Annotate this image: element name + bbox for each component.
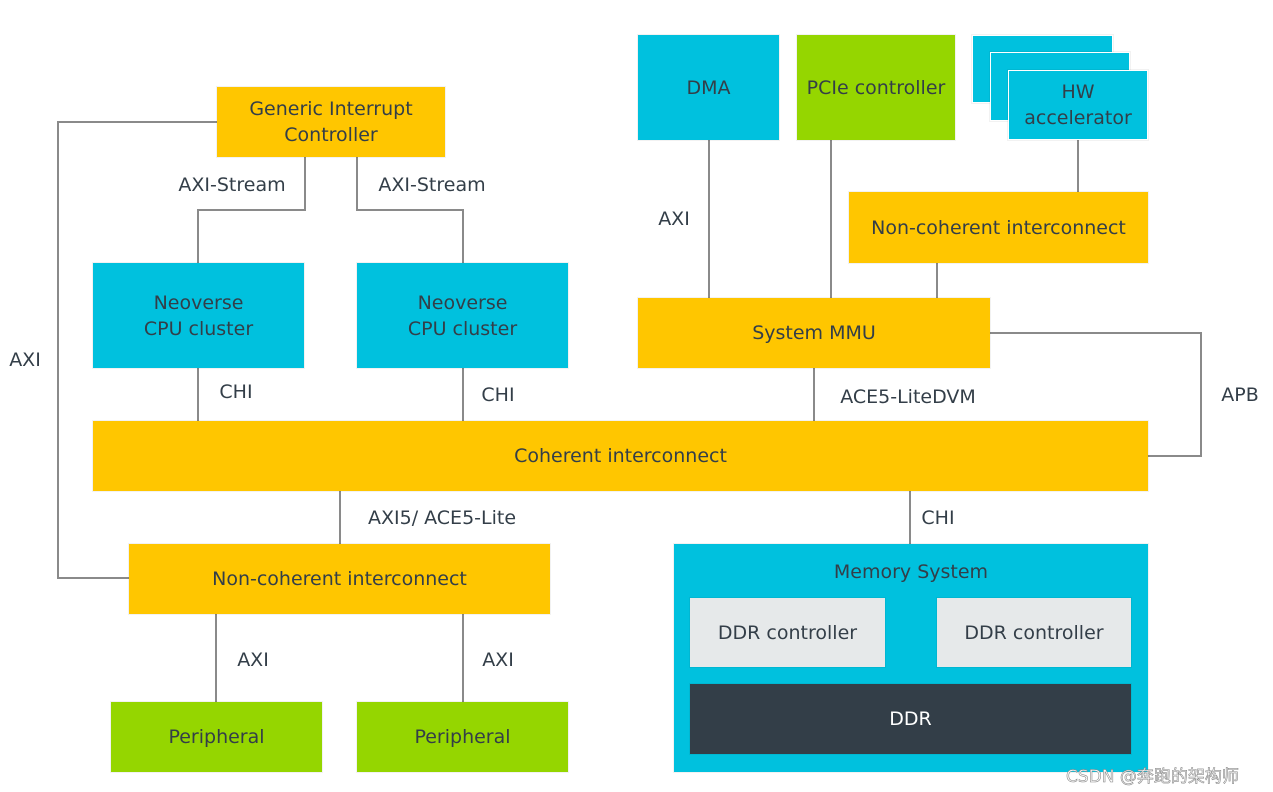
edge-label-axi: AXI <box>658 208 690 230</box>
edge-label-axi: AXI <box>482 649 514 671</box>
peripheral-box: Peripheral <box>357 702 568 772</box>
line-smmu-apb <box>990 332 1202 457</box>
watermark: CSDN @奔跑的架构师 <box>1066 767 1239 788</box>
edge-label-chi: CHI <box>481 384 515 406</box>
edge-label-chi: CHI <box>219 381 253 403</box>
peripheral-box: Peripheral <box>111 702 322 772</box>
edge-label-axi5-ace5-lite: AXI5/ ACE5-Lite <box>367 507 517 529</box>
edge-label-apb: APB <box>1221 384 1259 406</box>
edge-label-axi-stream: AXI-Stream <box>178 174 286 196</box>
line-gic-cpu1 <box>197 157 306 263</box>
memory-system-label: Memory System <box>833 561 989 583</box>
edge-label-ace5-litedvm: ACE5-LiteDVM <box>840 386 976 408</box>
ddr-controller-box: DDR controller <box>937 598 1131 667</box>
hw-accelerator-box: HW accelerator <box>1008 70 1148 140</box>
ddr-controller-box: DDR controller <box>690 598 885 667</box>
ddr-box: DDR <box>690 684 1131 754</box>
gic-box: Generic Interrupt Controller <box>217 87 445 157</box>
line-gic-cpu2 <box>356 157 464 263</box>
edge-label-axi-stream: AXI-Stream <box>378 174 486 196</box>
noncoherent-interconnect-top-box: Non-coherent interconnect <box>849 192 1148 263</box>
dma-box: DMA <box>638 35 779 140</box>
line-gic-nci <box>57 121 217 579</box>
edge-label-chi: CHI <box>921 507 955 529</box>
cpu-cluster-box: Neoverse CPU cluster <box>357 263 568 368</box>
noncoherent-interconnect-bottom-box: Non-coherent interconnect <box>129 544 550 614</box>
pcie-controller-box: PCIe controller <box>797 35 955 140</box>
cpu-cluster-box: Neoverse CPU cluster <box>93 263 304 368</box>
coherent-interconnect-box: Coherent interconnect <box>93 421 1148 491</box>
system-mmu-box: System MMU <box>638 298 990 368</box>
edge-label-axi: AXI <box>9 349 41 371</box>
edge-label-axi: AXI <box>237 649 269 671</box>
